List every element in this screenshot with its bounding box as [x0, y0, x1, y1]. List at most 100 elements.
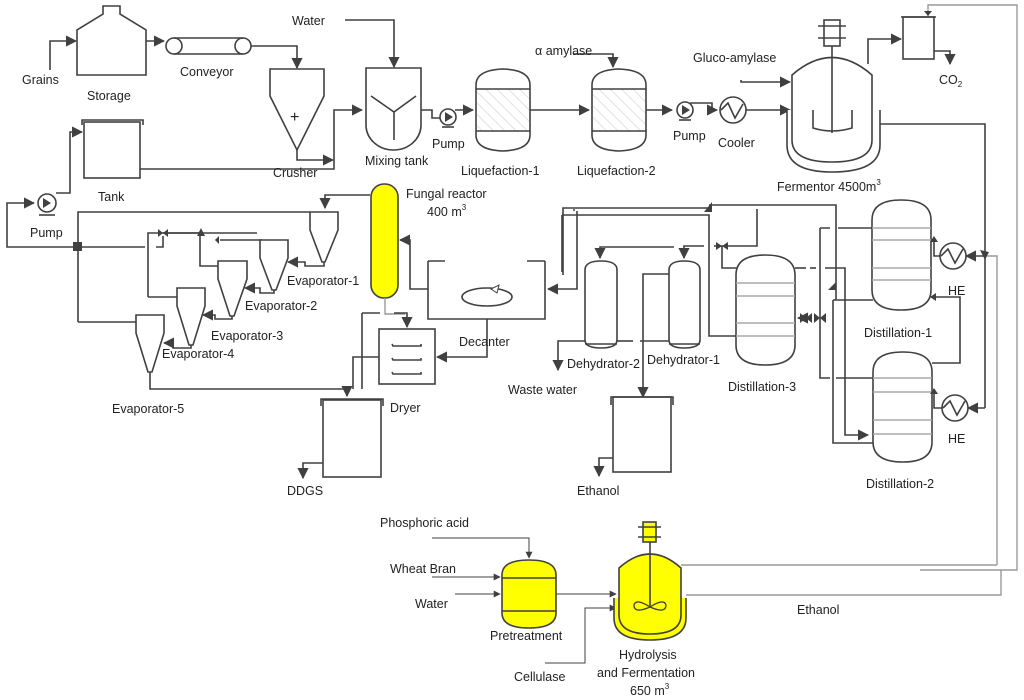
dryer-label: Dryer	[390, 401, 421, 415]
crusher-label: Crusher	[273, 166, 317, 180]
waste-water-line	[552, 340, 585, 372]
ddgs-bin	[320, 398, 384, 478]
dehydrator1-to-ethanol-line	[642, 273, 669, 398]
evaporator-2-label: Evaporator-2	[245, 299, 317, 313]
valve-icon	[158, 229, 168, 237]
pump-3	[37, 193, 57, 216]
evap-vapor-header-line	[77, 211, 310, 322]
co2-scrubber	[901, 16, 936, 60]
alpha-amylase-label: α amylase	[535, 44, 592, 58]
dehydrator-2-label: Dehydrator-2	[567, 357, 640, 371]
grains-label: Grains	[22, 73, 59, 87]
evap3-to-evap4-line	[201, 309, 233, 321]
evaporator-5	[135, 314, 165, 373]
pump-1	[439, 108, 457, 128]
dist1-bottom-link	[832, 299, 873, 444]
cooler	[719, 96, 747, 124]
evaporator-4	[176, 287, 206, 346]
hydrolysis-label-2: and Fermentation	[597, 666, 695, 680]
ethanol-tank	[610, 396, 674, 473]
distillation-2-label: Distillation-2	[866, 477, 934, 491]
ethanol-stream-label: Ethanol	[797, 603, 839, 617]
ethanol-to-scrubber-line	[686, 570, 1002, 596]
dehydrator-1	[668, 260, 701, 349]
evap1-to-evap2-line	[286, 256, 325, 268]
phosphoric-acid-label: Phosphoric acid	[380, 516, 469, 530]
mixing-agitator-icon	[370, 95, 417, 140]
ethanol-stream-line-2	[987, 255, 998, 565]
pump-3-label: Pump	[30, 226, 63, 240]
he-1-label: HE	[948, 284, 965, 298]
pump-2	[676, 101, 694, 121]
hydrolysis-volume-label: 650 m3	[630, 682, 670, 698]
decanter-label: Decanter	[459, 335, 510, 349]
recycle-to-pump-line	[6, 197, 78, 248]
to-dehydrator1-line	[678, 245, 704, 260]
ddgs-label: DDGS	[287, 484, 323, 498]
co2-vent-line	[934, 50, 956, 66]
ddgs-out-line	[297, 462, 323, 480]
evaporator-5-label: Evaporator-5	[112, 402, 184, 416]
dist3-top-line	[721, 246, 738, 269]
grains-feed-line	[49, 35, 78, 70]
heat-exchanger-2	[941, 394, 969, 422]
evaporator-2	[259, 239, 289, 291]
evaporator-3	[217, 260, 248, 317]
ethanol-return-line	[920, 4, 1018, 571]
fungal-reactor-label: Fungal reactor	[406, 187, 487, 201]
mixing-to-pump-line	[421, 109, 440, 119]
liquefaction-2-reactor	[591, 68, 647, 152]
fermentor-to-distillation-line	[880, 123, 986, 408]
fungal-reactor	[370, 183, 399, 299]
fermentor-to-scrubber-line	[867, 33, 903, 64]
heat-exchanger-1	[939, 242, 967, 270]
tank-label: Tank	[98, 190, 125, 204]
dist3-valve-line	[714, 209, 758, 247]
liquefaction-2-label: Liquefaction-2	[577, 164, 656, 178]
storage-silo	[76, 5, 147, 76]
crusher-plus-icon: +	[290, 109, 299, 126]
water-bottom-label: Water	[415, 597, 448, 611]
conveyor-to-crusher-line	[251, 45, 303, 70]
distillation-1-column	[871, 199, 932, 311]
pretreatment-label: Pretreatment	[490, 629, 563, 643]
ethanol-out-line	[593, 457, 613, 478]
decanter	[427, 260, 546, 320]
evaporator-1	[309, 211, 339, 263]
conveyor-label: Conveyor	[180, 65, 234, 79]
phosphoric-acid-line	[432, 537, 533, 559]
storage-label: Storage	[87, 89, 131, 103]
waste-water-label: Waste water	[508, 383, 577, 397]
co2-label: CO2	[939, 73, 963, 89]
mixing-tank-label: Mixing tank	[365, 154, 429, 168]
water-top-label: Water	[292, 14, 325, 28]
crusher-to-mixing-line	[296, 150, 335, 166]
to-dist2-line	[825, 267, 870, 441]
crusher	[269, 68, 325, 152]
evaporator-4-label: Evaporator-4	[162, 347, 234, 361]
distillation-3-label: Distillation-3	[728, 380, 796, 394]
pump-to-cooler-line	[690, 102, 719, 116]
evaporator-3-label: Evaporator-3	[211, 329, 283, 343]
tank-to-mixing-line	[140, 104, 364, 170]
liquefaction-1-reactor	[475, 68, 531, 152]
dist2-to-dist1-line	[931, 296, 961, 364]
distillation-1-label: Distillation-1	[864, 326, 932, 340]
evaporator-1-label: Evaporator-1	[287, 274, 359, 288]
pump-1-label: Pump	[432, 137, 465, 151]
gluco-amylase-feed-line	[740, 76, 792, 88]
stillage-header-line	[562, 207, 709, 275]
gluco-amylase-label: Gluco-amylase	[693, 51, 776, 65]
ethanol-tank-label: Ethanol	[577, 484, 619, 498]
junction-icon	[73, 242, 82, 251]
distillation-3-column	[735, 254, 796, 366]
fungal-to-dryer-line	[384, 298, 405, 315]
evap2-to-evap3-line	[243, 282, 275, 294]
dryer	[378, 328, 436, 385]
pump-to-tank-line	[56, 126, 84, 194]
fermentor	[786, 19, 881, 173]
dryer-out-line	[352, 356, 379, 389]
pretreatment-reactor	[501, 559, 557, 629]
distillation-2-column	[872, 351, 933, 463]
